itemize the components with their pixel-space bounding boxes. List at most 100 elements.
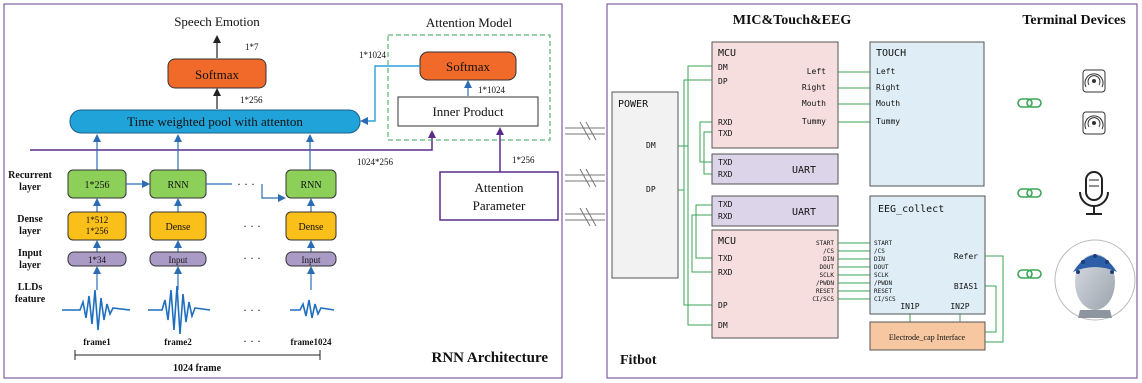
mcu-top-pin-left: Left (807, 67, 826, 76)
mcu-bottom-pin-txd: TXD (718, 254, 733, 263)
uart-bottom-label: UART (792, 207, 816, 218)
eeg-pin-pwdn: /PWDN (874, 280, 892, 287)
recurrent-text-3: RNN (300, 180, 321, 191)
eeg-refer: Refer (954, 252, 978, 261)
mcu-bottom-pin-pwdn: /PWDN (816, 280, 834, 287)
eeg-pin-sclk: SCLK (874, 272, 889, 279)
wire-refer (985, 255, 1004, 343)
wire-txd-uart (703, 131, 712, 175)
wire-dm-bottom (687, 146, 712, 326)
mcu-top-pin-right: Right (802, 83, 826, 92)
eeg-pin-din: DIN (874, 256, 885, 263)
touch-pin-left: Left (876, 67, 895, 76)
recurrent-label-2: layer (19, 182, 41, 193)
input-label-2: layer (19, 260, 41, 271)
frame-label-2: frame2 (164, 337, 192, 347)
chain-link-icon (1017, 188, 1042, 198)
mcu-bottom-pin-rxd: RXD (718, 268, 733, 277)
dense-text-1a: 1*512 (86, 215, 109, 225)
touch-pin-mouth: Mouth (876, 99, 900, 108)
dim-1x256-pool: 1*256 (240, 95, 263, 105)
attention-model-title: Attention Model (426, 15, 513, 30)
wire-rxd-uart (699, 121, 712, 163)
frame-label-1: frame1 (83, 337, 111, 347)
green-wiring (678, 65, 1004, 343)
llds-label-1: LLDs (18, 282, 43, 293)
mcu-top-pin-txd: TXD (718, 129, 733, 138)
rnn-link-dots-3 (261, 184, 286, 202)
wire-eeg-bus (838, 242, 870, 300)
dim-1x256-attention: 1*256 (512, 155, 535, 165)
input-text-1: 1*34 (88, 255, 107, 265)
hardware-panel: MIC&Touch&EEG Terminal Devices Fitbot PO… (606, 3, 1138, 379)
inner-product-box (397, 96, 539, 127)
recurrent-text-1: 1*256 (85, 180, 110, 191)
eeg-in2p: IN2P (950, 302, 969, 311)
hardware-title: MIC&Touch&EEG (733, 13, 852, 28)
frame-count-label: 1024 frame (173, 363, 222, 374)
power-dp: DP (646, 185, 656, 194)
eeg-pin-start: START (874, 240, 892, 247)
llds-label-2: feature (15, 294, 46, 305)
waveform-2 (148, 285, 211, 335)
uart-top-pin-rxd: RXD (718, 170, 733, 179)
rnn-column-2: RNN Dense Input frame2 (148, 169, 211, 347)
touch-sensor-icon (1082, 69, 1106, 93)
feature-bus (30, 130, 436, 151)
mcu-bottom-pin-cs: /CS (823, 248, 834, 255)
waveform-3 (290, 299, 335, 319)
attention-parameter-line1: Attention (474, 180, 524, 195)
attention-softmax-label: Softmax (446, 59, 491, 74)
power-dm: DM (646, 141, 656, 150)
attention-model-frame (387, 34, 551, 141)
ellipsis-recurrent: · · · (237, 177, 255, 191)
touch-sensor-icon (1082, 111, 1106, 135)
chain-link-icon (1017, 269, 1042, 279)
input-text-2: Input (169, 255, 188, 265)
mcu-bottom-pin-dout: DOUT (820, 264, 835, 271)
touch-pin-right: Right (876, 83, 900, 92)
mcu-top-label: MCU (718, 48, 736, 59)
fitbot-brand: Fitbot (620, 353, 657, 368)
electrode-cap-label: Electrode_cap Interface (889, 333, 966, 342)
ellipsis-wave: · · · (243, 303, 261, 317)
ellipsis-frame: · · · (243, 334, 261, 348)
power-label: POWER (618, 99, 649, 110)
mcu-top-pin-dm: DM (718, 63, 728, 72)
mcu-bottom-spi-pins: START /CS DIN DOUT SCLK /PWDN RESET CI/S… (812, 240, 834, 303)
rnn-column-1: 1*256 1*512 1*256 1*34 frame1 (62, 169, 131, 347)
wire-bias (985, 285, 997, 333)
chain-link-icon (1017, 98, 1042, 108)
microphone-icon (1079, 171, 1109, 215)
mcu-top-pin-dp: DP (718, 77, 728, 86)
mcu-top-pin-mouth: Mouth (802, 99, 826, 108)
eeg-pin-reset: RESET (874, 288, 892, 295)
wire-dp-bottom (683, 190, 712, 306)
eeg-cap-head-icon (1054, 239, 1136, 321)
attention-weights-arrow (360, 65, 420, 125)
touch-box (869, 41, 985, 187)
touch-label: TOUCH (876, 48, 906, 59)
uart-top-label: UART (792, 165, 816, 176)
eeg-pin-cs: /CS (874, 248, 885, 255)
input-label-1: Input (18, 248, 43, 259)
dense-label-2: layer (19, 226, 41, 237)
link-arrow-3 (565, 207, 605, 227)
mcu-bottom-pin-din: DIN (823, 256, 834, 263)
dim-1x7: 1*7 (245, 42, 259, 52)
wire-uart-mcu-2 (691, 214, 712, 273)
eeg-pin-dout: DOUT (874, 264, 889, 271)
wire-touch-bus (838, 71, 870, 123)
wire-dm-top (678, 65, 712, 147)
uart-bottom-box (711, 195, 839, 227)
eeg-spi-pins: START /CS DIN DOUT SCLK /PWDN RESET CI/S… (874, 240, 896, 303)
touch-pin-tummy: Tummy (876, 117, 900, 126)
electrode-cap-box (869, 321, 986, 351)
eeg-collect-label: EEG_collect (878, 204, 944, 215)
dim-1x1024-top: 1*1024 (359, 50, 387, 60)
speech-emotion-label: Speech Emotion (174, 14, 260, 29)
inner-product-label: Inner Product (432, 104, 504, 119)
link-arrow-2 (565, 168, 605, 188)
waveform-1 (62, 289, 131, 331)
uart-top-box (711, 153, 839, 185)
